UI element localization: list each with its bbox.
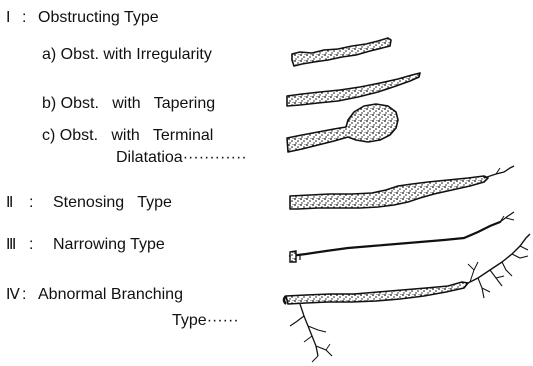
duct-stenosing <box>290 166 514 209</box>
duct-c-terminal-dilatation <box>287 104 398 152</box>
duct-abnormal-branching <box>284 234 530 362</box>
duct-narrowing <box>290 212 514 262</box>
duct-b-tapering <box>287 73 420 106</box>
duct-a-irregular <box>292 38 391 66</box>
